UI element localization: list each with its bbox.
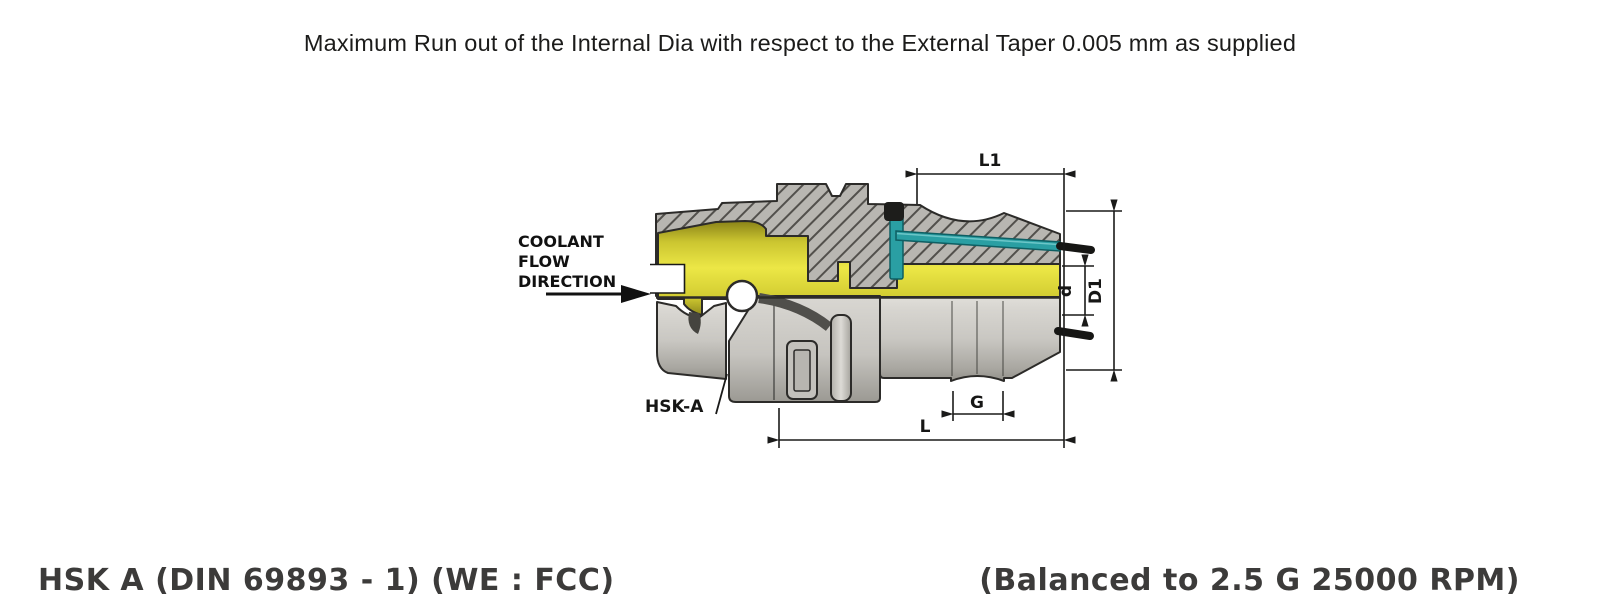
coolant-label-line3: DIRECTION: [518, 272, 616, 291]
dimension-label-d1: D1: [1086, 278, 1106, 304]
flange-keyway-inner: [793, 349, 811, 392]
coolant-outlet-rod-top: [1056, 242, 1095, 254]
coolant-flow-arrow-icon: [621, 285, 651, 303]
shank-leader-line: [715, 373, 728, 415]
coolant-tube-plug: [884, 202, 904, 221]
dimension-label-l1: L1: [979, 151, 1002, 171]
coolant-flow-annotation: COOLANT FLOW DIRECTION: [518, 232, 651, 303]
coolant-label-line2: FLOW: [518, 252, 570, 271]
nose-fillet-shadow: [758, 293, 833, 331]
dimension-label-d: d: [1056, 285, 1076, 297]
shank-label: HSK-A: [645, 397, 704, 417]
shank-annotation: HSK-A: [645, 373, 728, 417]
footer-balance-text: (Balanced to 2.5 G 25000 RPM): [979, 563, 1520, 598]
hsk-taper-exterior: [656, 301, 727, 380]
page-title: Maximum Run out of the Internal Dia with…: [303, 30, 1297, 56]
coolant-tube-highlight: [896, 232, 1059, 246]
dimension-lines: L1 D1 d G L: [767, 151, 1122, 448]
footer-model-text: HSK A (DIN 69893 - 1) (WE : FCC): [38, 563, 615, 598]
coolant-entry-notch-outline: [650, 263, 686, 294]
coolant-bore-hole: [725, 279, 759, 313]
coolant-outlet-rod-bottom: [1054, 327, 1094, 340]
coolant-label-line1: COOLANT: [518, 232, 604, 251]
gripper-groove-rib: [830, 314, 852, 402]
dimension-label-g: G: [970, 393, 984, 413]
collet-body: [879, 296, 1061, 382]
coolant-tube-vertical: [889, 216, 904, 280]
dimension-label-l: L: [920, 417, 931, 437]
drive-slot-shadow: [688, 312, 701, 334]
coolant-entry-notch: [646, 264, 684, 293]
